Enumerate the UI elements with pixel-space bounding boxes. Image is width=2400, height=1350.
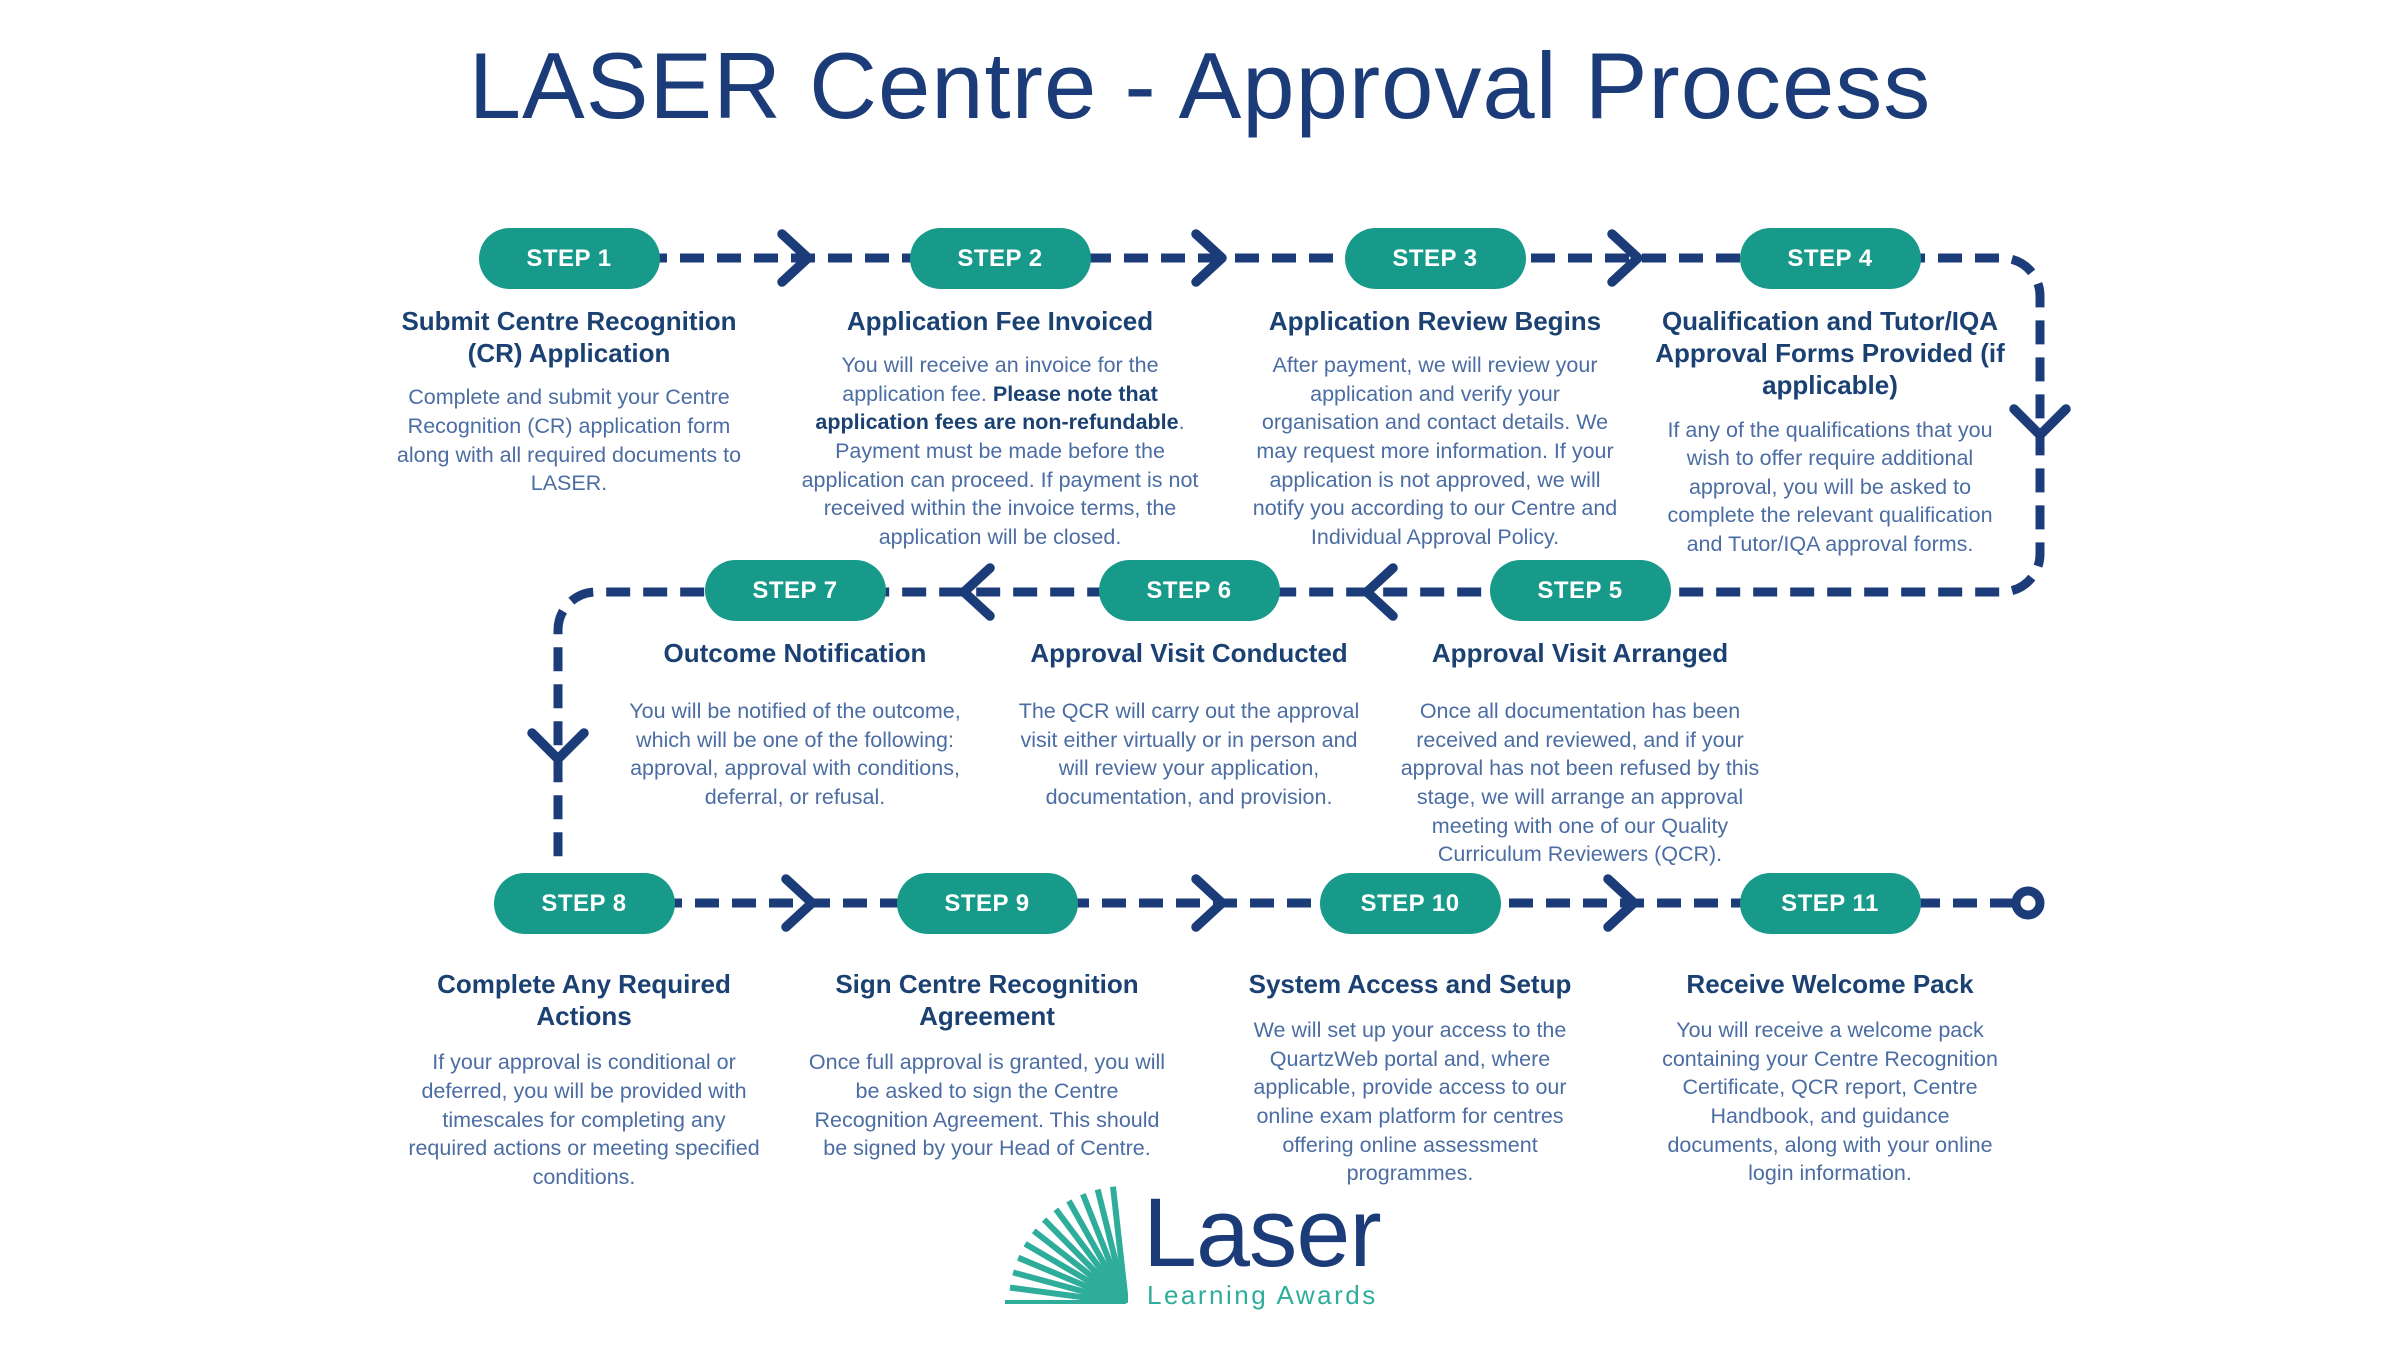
- step-2-badge: STEP 2: [909, 228, 1091, 289]
- step-2-body-bold-note: Please note that application fees are no…: [815, 381, 1179, 435]
- step-3-heading: Application Review Begins: [1268, 306, 1602, 336]
- step-6-heading: Approval Visit Conducted: [1030, 638, 1348, 668]
- step-8-block: STEP 8 Complete Any Required Actions If …: [364, 873, 804, 1191]
- step-4-badge: STEP 4: [1739, 228, 1921, 289]
- step-1-heading: Submit Centre Recognition (CR) Applicati…: [401, 306, 737, 369]
- step-4-block: STEP 4 Qualification and Tutor/IQA Appro…: [1610, 228, 2050, 559]
- step-7-badge: STEP 7: [704, 560, 886, 621]
- connector-serpentine: [553, 253, 2045, 869]
- step-7-body: You will be notified of the outcome, whi…: [629, 699, 961, 810]
- step-1-badge: STEP 1: [478, 228, 660, 289]
- arrow-down-icon: [527, 728, 589, 764]
- step-2-block: STEP 2 Application Fee Invoiced You will…: [780, 228, 1220, 551]
- step-5-block: STEP 5 Approval Visit Arranged Once all …: [1360, 560, 1800, 869]
- step-2-body-text: . Payment must be made before the applic…: [801, 410, 1199, 549]
- step-9-badge: STEP 9: [896, 873, 1078, 934]
- step-1-body: Complete and submit your Centre Recognit…: [396, 385, 742, 496]
- step-2-body: You will receive an invoice for the appl…: [795, 351, 1205, 551]
- step-10-block: STEP 10 System Access and Setup We will …: [1190, 873, 1630, 1188]
- laser-logo-wordmark: Laser: [1143, 1178, 1382, 1287]
- arrow-left-icon: [959, 563, 995, 621]
- step-8-badge: STEP 8: [493, 873, 675, 934]
- step-11-body: You will receive a welcome pack containi…: [1662, 1018, 1998, 1186]
- step-11-heading: Receive Welcome Pack: [1686, 969, 1974, 999]
- flow-end-circle: [2011, 886, 2045, 920]
- laser-logo-tagline: Learning Awards: [1147, 1280, 1378, 1310]
- step-5-badge: STEP 5: [1489, 560, 1671, 621]
- arrow-right-icon: [777, 229, 813, 287]
- page-title: LASER Centre - Approval Process: [468, 33, 1932, 138]
- step-3-body: After payment, we will review your appli…: [1252, 353, 1618, 549]
- step-10-body: We will set up your access to the Quartz…: [1253, 1018, 1567, 1186]
- step-10-heading: System Access and Setup: [1248, 969, 1572, 999]
- step-4-body: If any of the qualifications that you wi…: [1667, 417, 1993, 557]
- step-7-heading: Outcome Notification: [663, 638, 927, 668]
- step-5-body: Once all documentation has been received…: [1400, 699, 1760, 867]
- step-1-block: STEP 1 Submit Centre Recognition (CR) Ap…: [349, 228, 789, 498]
- arrow-right-icon: [1191, 874, 1227, 932]
- laser-logo-rays-icon: [1005, 1186, 1128, 1304]
- arrow-right-icon: [1607, 229, 1643, 287]
- step-9-block: STEP 9 Sign Centre Recognition Agreement…: [767, 873, 1207, 1163]
- step-9-body: Once full approval is granted, you will …: [808, 1050, 1166, 1161]
- arrow-down-icon: [2009, 404, 2071, 440]
- step-2-body-text: You will receive an invoice for the appl…: [841, 353, 1159, 406]
- step-9-heading: Sign Centre Recognition Agreement: [835, 969, 1139, 1032]
- step-8-heading: Complete Any Required Actions: [437, 969, 731, 1032]
- arrow-right-icon: [1603, 874, 1639, 932]
- step-3-block: STEP 3 Application Review Begins After p…: [1215, 228, 1655, 551]
- arrow-left-icon: [1362, 563, 1398, 621]
- step-5-heading: Approval Visit Arranged: [1431, 638, 1729, 668]
- step-8-body: If your approval is conditional or defer…: [408, 1050, 760, 1189]
- step-2-heading: Application Fee Invoiced: [846, 306, 1154, 336]
- step-10-badge: STEP 10: [1319, 873, 1501, 934]
- step-6-block: STEP 6 Approval Visit Conducted The QCR …: [969, 560, 1409, 812]
- step-11-badge: STEP 11: [1739, 873, 1921, 934]
- arrow-right-icon: [1191, 229, 1227, 287]
- arrow-right-icon: [781, 874, 817, 932]
- step-7-block: STEP 7 Outcome Notification You will be …: [575, 560, 1015, 812]
- step-3-badge: STEP 3: [1344, 228, 1526, 289]
- step-4-heading: Qualification and Tutor/IQA Approval For…: [1655, 306, 2005, 401]
- step-6-badge: STEP 6: [1098, 560, 1280, 621]
- step-11-block: STEP 11 Receive Welcome Pack You will re…: [1610, 873, 2050, 1188]
- step-6-body: The QCR will carry out the approval visi…: [1018, 699, 1360, 810]
